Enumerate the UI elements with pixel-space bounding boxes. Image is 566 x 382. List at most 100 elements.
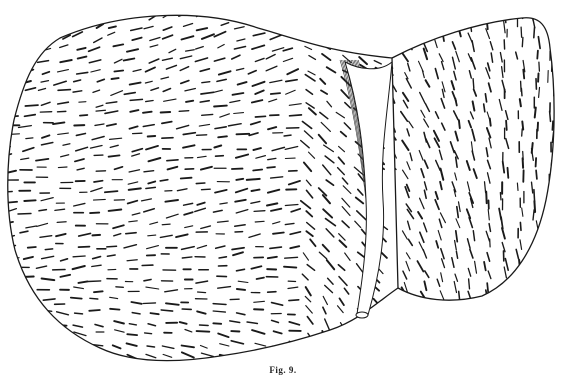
- hatch-stroke: [37, 223, 48, 226]
- hatch-stroke: [518, 282, 520, 290]
- hatch-stroke: [2, 147, 10, 149]
- vessel-end: [356, 312, 368, 318]
- hatch-stroke: [339, 146, 345, 151]
- hatch-stroke: [443, 34, 444, 41]
- hatch-stroke: [201, 167, 212, 170]
- hatch-stroke: [237, 289, 245, 290]
- hatch-stroke: [409, 121, 413, 127]
- hatch-stroke: [489, 138, 491, 148]
- hatch-stroke: [390, 141, 393, 149]
- hatch-stroke: [43, 15, 51, 17]
- hatch-stroke: [321, 122, 330, 131]
- hatch-stroke: [9, 116, 18, 117]
- hatch-stroke: [251, 266, 261, 268]
- hatch-stroke: [508, 168, 509, 178]
- hatch-stroke: [180, 67, 188, 71]
- hatch-stroke: [186, 101, 193, 102]
- hatch-stroke: [290, 115, 302, 116]
- hatch-stroke: [252, 190, 260, 191]
- hatch-stroke: [7, 171, 16, 173]
- hatch-stroke: [420, 232, 424, 242]
- hatch-stroke: [151, 88, 159, 91]
- hatch-stroke: [185, 226, 193, 228]
- hatch-stroke: [131, 28, 142, 31]
- hatch-stroke: [91, 188, 102, 192]
- hatch-stroke: [107, 246, 117, 247]
- hatch-stroke: [471, 58, 475, 69]
- hatch-stroke: [40, 236, 52, 238]
- hatch-stroke: [181, 81, 189, 84]
- hatch-stroke: [20, 357, 28, 359]
- hatch-stroke: [358, 355, 362, 363]
- hatch-stroke: [41, 102, 50, 105]
- hatch-stroke: [163, 35, 173, 39]
- hatch-stroke: [126, 233, 136, 234]
- hatch-stroke: [110, 138, 122, 139]
- hatch-stroke: [197, 311, 205, 313]
- hatch-stroke: [301, 35, 312, 40]
- hatch-stroke: [361, 340, 365, 347]
- hatch-stroke: [472, 151, 474, 160]
- hatch-stroke: [485, 94, 486, 102]
- hatch-stroke: [268, 14, 276, 18]
- hatch-stroke: [35, 34, 48, 37]
- hatch-stroke: [132, 38, 141, 41]
- hatch-stroke: [237, 313, 245, 315]
- hatch-stroke: [321, 90, 327, 94]
- hatch-stroke: [406, 79, 411, 89]
- hatch-stroke: [43, 72, 50, 74]
- hatch-stroke: [58, 167, 67, 168]
- hatch-stroke: [237, 69, 244, 71]
- hatch-stroke: [307, 190, 313, 198]
- hatch-stroke: [550, 31, 552, 42]
- hatch-stroke: [387, 168, 393, 177]
- hatch-stroke: [520, 7, 523, 18]
- hatch-stroke: [109, 210, 122, 211]
- hatch-stroke: [237, 39, 245, 41]
- hatch-stroke: [267, 167, 275, 168]
- hatch-stroke: [23, 148, 34, 152]
- hatch-stroke: [256, 156, 266, 159]
- hatch-stroke: [473, 101, 475, 110]
- hatch-stroke: [144, 26, 153, 28]
- hatch-stroke: [441, 99, 444, 109]
- hatch-stroke: [58, 335, 66, 336]
- hatch-stroke: [252, 330, 264, 334]
- hatch-stroke: [42, 256, 54, 258]
- hatch-stroke: [442, 89, 444, 97]
- hatch-stroke: [162, 346, 174, 348]
- hatch-stroke: [230, 101, 240, 103]
- hatch-stroke: [95, 124, 104, 125]
- hatch-stroke: [502, 228, 505, 239]
- hatch-stroke: [453, 42, 456, 49]
- hatch-stroke: [437, 279, 440, 286]
- hatch-stroke: [128, 182, 138, 184]
- hatch-stroke: [303, 253, 308, 260]
- hatch-stroke: [436, 192, 438, 199]
- hatch-stroke: [253, 82, 265, 86]
- hatch-stroke: [0, 56, 11, 59]
- hatch-stroke: [459, 28, 461, 37]
- hatch-stroke: [238, 281, 248, 282]
- hatch-stroke: [302, 11, 314, 15]
- hatch-stroke: [2, 265, 13, 268]
- hatch-stroke: [538, 271, 539, 278]
- hatch-stroke: [286, 90, 296, 94]
- hatch-stroke: [128, 201, 138, 204]
- hatch-stroke: [345, 253, 350, 260]
- hatch-stroke: [124, 93, 135, 95]
- hatch-stroke: [132, 213, 140, 215]
- hatch-stroke: [338, 306, 344, 313]
- hatch-stroke: [310, 239, 315, 246]
- hatch-stroke: [523, 158, 524, 168]
- hatch-stroke: [232, 248, 244, 250]
- hatch-stroke: [147, 246, 159, 249]
- hatch-stroke: [235, 27, 245, 29]
- hatch-stroke: [491, 53, 492, 62]
- hatch-stroke: [20, 231, 28, 233]
- hatch-stroke: [388, 241, 392, 249]
- hatch-stroke: [146, 146, 158, 150]
- hatch-stroke: [61, 259, 68, 261]
- hatch-stroke: [552, 121, 553, 130]
- hatch-stroke: [63, 25, 71, 28]
